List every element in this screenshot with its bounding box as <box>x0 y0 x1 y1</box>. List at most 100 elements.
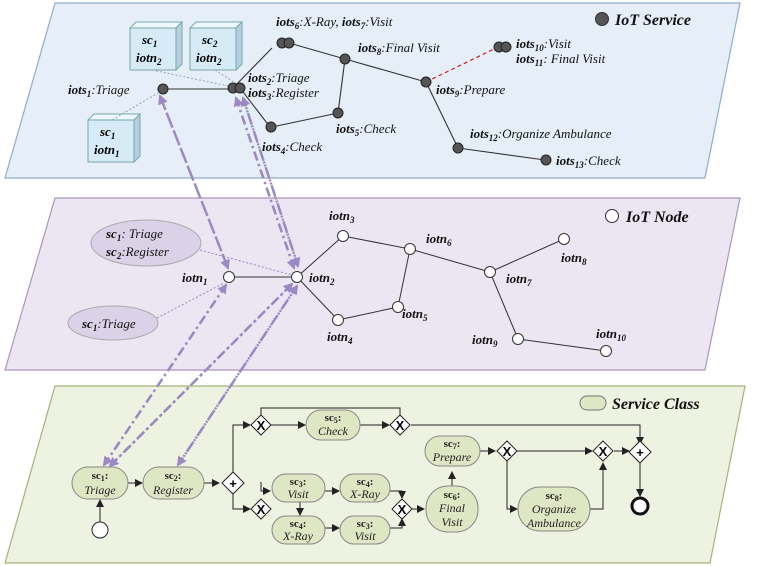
svg-text:Visit: Visit <box>287 487 309 501</box>
iots7-node <box>283 37 295 49</box>
svg-text:X: X <box>503 444 512 459</box>
iotn10-node <box>600 345 612 357</box>
svg-text:X: X <box>599 444 608 459</box>
iot-service-plane <box>4 2 741 179</box>
end-event <box>630 496 650 516</box>
xor-gateway-top-split: X <box>250 414 272 436</box>
prepare-visit-red-link <box>425 47 497 83</box>
label-iots2: iots2:Triage <box>248 70 310 87</box>
svg-text:sc1: sc1 <box>141 32 157 49</box>
start-event <box>91 521 109 539</box>
svg-text:sc6:: sc6: <box>444 489 461 502</box>
iots3-node <box>234 82 246 94</box>
label-iots5: iots5:Check <box>336 121 396 138</box>
label-iots1: iots1:Triage <box>68 82 130 99</box>
iot-node-title: IoT Node <box>625 209 689 226</box>
ellipse-sc1 <box>67 305 159 341</box>
label-iots13: iots13:Check <box>556 153 621 170</box>
iot-node-legend-icon <box>605 209 619 223</box>
svg-text:X: X <box>398 502 407 517</box>
sc-visit-top-node: sc3: Visit <box>271 473 326 503</box>
svg-text:sc8:: sc8: <box>546 490 563 503</box>
label-iotn8: iotn8 <box>561 250 587 267</box>
sc-xray-top-node: sc4: X-Ray <box>339 473 391 503</box>
label-iots4: iots4:Check <box>262 139 322 156</box>
label-iots11: iots11: Final Visit <box>516 51 606 68</box>
label-iotn10: iotn10 <box>596 326 626 343</box>
sc-final-visit-node: sc6: Final Visit <box>425 485 479 533</box>
svg-text:sc4:: sc4: <box>357 476 374 489</box>
svg-text:Triage: Triage <box>84 483 116 497</box>
label-iots9: iots9:Prepare <box>436 82 505 99</box>
ellipse-sc1-sc2 <box>90 219 202 267</box>
svg-text:X: X <box>257 418 266 433</box>
xor-gateway-bottom-split: X <box>250 498 272 520</box>
xor-gateway-bottom-join: X <box>391 498 413 520</box>
iotn7-node <box>484 266 496 278</box>
svg-text:X-Ray: X-Ray <box>282 529 314 543</box>
iots11-node <box>500 41 512 53</box>
service-class-title: Service Class <box>612 396 700 413</box>
label-iotn3: iotn3 <box>329 208 355 225</box>
label-iotn7: iotn7 <box>506 271 532 288</box>
svg-text:Visit: Visit <box>354 529 376 543</box>
svg-text:sc1: Triage: sc1: Triage <box>105 226 163 243</box>
label-iots12: iots12:Organize Ambulance <box>470 126 612 143</box>
iot-service-title: IoT Service <box>614 12 691 29</box>
sc-visit-bottom-node: sc3: Visit <box>339 515 391 545</box>
iotn1-node <box>223 271 235 283</box>
svg-text:sc5:: sc5: <box>325 412 342 425</box>
svg-text:iotn2: iotn2 <box>196 50 222 67</box>
svg-text:sc4:: sc4: <box>290 518 307 531</box>
iotn5-node <box>392 301 404 313</box>
svg-text:X-Ray: X-Ray <box>349 487 381 501</box>
and-gateway-join: + <box>628 440 652 464</box>
label-iots3: iots3:Register <box>248 85 320 102</box>
service-class-legend-icon <box>579 395 607 411</box>
svg-text:sc3:: sc3: <box>290 476 307 489</box>
svg-text:Ambulance: Ambulance <box>526 516 582 530</box>
label-iotn9: iotn9 <box>472 332 498 349</box>
node-circles <box>223 230 612 357</box>
label-iotn1: iotn1 <box>182 270 207 287</box>
iots5-node <box>332 107 344 119</box>
svg-text:X: X <box>257 502 266 517</box>
label-iots10: iots10:Visit <box>516 36 571 53</box>
svg-text:sc1:: sc1: <box>92 470 109 483</box>
service-box-sc1-iotn2: sc1 iotn2 <box>128 20 184 72</box>
sc-xray-bottom-node: sc4: X-Ray <box>271 515 326 545</box>
service-nodes <box>157 37 552 166</box>
label-iots6-iots7: iots6:X-Ray, iots7:Visit <box>276 14 393 31</box>
svg-text:sc2:Register: sc2:Register <box>105 244 170 261</box>
svg-text:X: X <box>396 418 405 433</box>
node-edges <box>230 235 607 352</box>
service-edges <box>163 42 546 161</box>
svg-text:sc2: sc2 <box>201 32 218 49</box>
iotn4-node <box>332 314 344 326</box>
svg-text:sc1:Triage: sc1:Triage <box>81 316 136 333</box>
iotn6-node <box>404 243 416 255</box>
iotn3-node <box>337 230 349 242</box>
service-box-sc1-iotn1: sc1 iotn1 <box>86 112 142 164</box>
svg-text:Visit: Visit <box>441 515 463 529</box>
svg-text:+: + <box>229 476 237 491</box>
svg-text:+: + <box>636 445 644 460</box>
label-iotn2: iotn2 <box>309 270 335 287</box>
iots1-node <box>157 83 169 95</box>
label-iotn5: iotn5 <box>402 306 428 323</box>
svg-text:Check: Check <box>318 424 349 438</box>
svg-text:Register: Register <box>152 483 193 497</box>
iots4-node <box>265 121 277 133</box>
label-iots8: iots8:Final Visit <box>358 40 440 57</box>
label-iotn4: iotn4 <box>327 329 353 346</box>
iot-service-legend-icon <box>595 12 609 26</box>
sc-prepare-node: sc7: Prepare <box>424 435 481 467</box>
service-box-sc2-iotn2: sc2 iotn2 <box>188 20 244 72</box>
svg-text:sc2:: sc2: <box>165 470 182 483</box>
svg-text:iotn2: iotn2 <box>136 50 162 67</box>
iotn8-node <box>558 233 570 245</box>
sc-check-node: sc5: Check <box>305 409 361 441</box>
svg-text:sc1: sc1 <box>99 124 115 141</box>
xor-gateway-prepare-split: X <box>496 440 518 462</box>
svg-text:Final: Final <box>438 501 466 515</box>
